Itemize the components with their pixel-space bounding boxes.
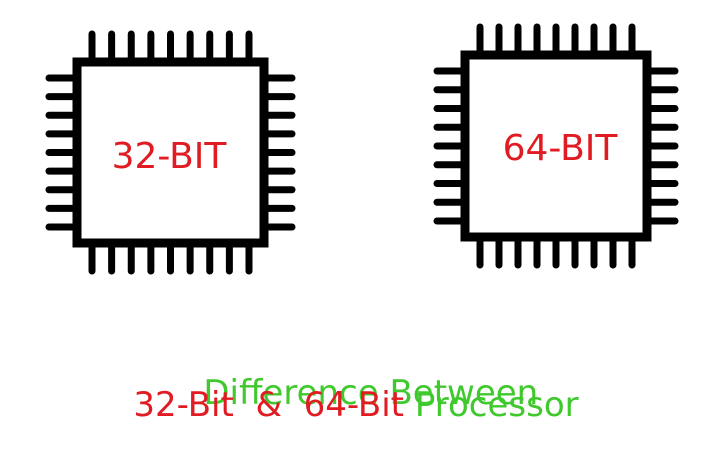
caption-line-2: 32-Bit & 64-Bit Processor — [0, 385, 716, 425]
chips-illustration: 32-BIT 64-BIT — [45, 23, 679, 275]
chip-64bit-label: 64-BIT — [503, 128, 619, 169]
caption-64bit: 64-Bit — [303, 385, 405, 425]
chip-32bit-body — [72, 57, 269, 248]
chip-64bit: 64-BIT — [433, 23, 679, 269]
caption-line-1: Difference Between — [0, 333, 720, 413]
chip-32bit-pins — [45, 30, 296, 275]
chip-64bit-pins — [433, 23, 679, 269]
caption-title: Difference Between — [203, 373, 539, 413]
caption-32bit: 32-Bit — [133, 385, 234, 425]
chip-32bit: 32-BIT — [45, 30, 296, 275]
caption-ampersand: & — [255, 385, 282, 425]
chip-32bit-label: 32-BIT — [112, 136, 228, 177]
caption-processor: Processor — [414, 385, 579, 425]
chip-64bit-body — [460, 50, 652, 242]
